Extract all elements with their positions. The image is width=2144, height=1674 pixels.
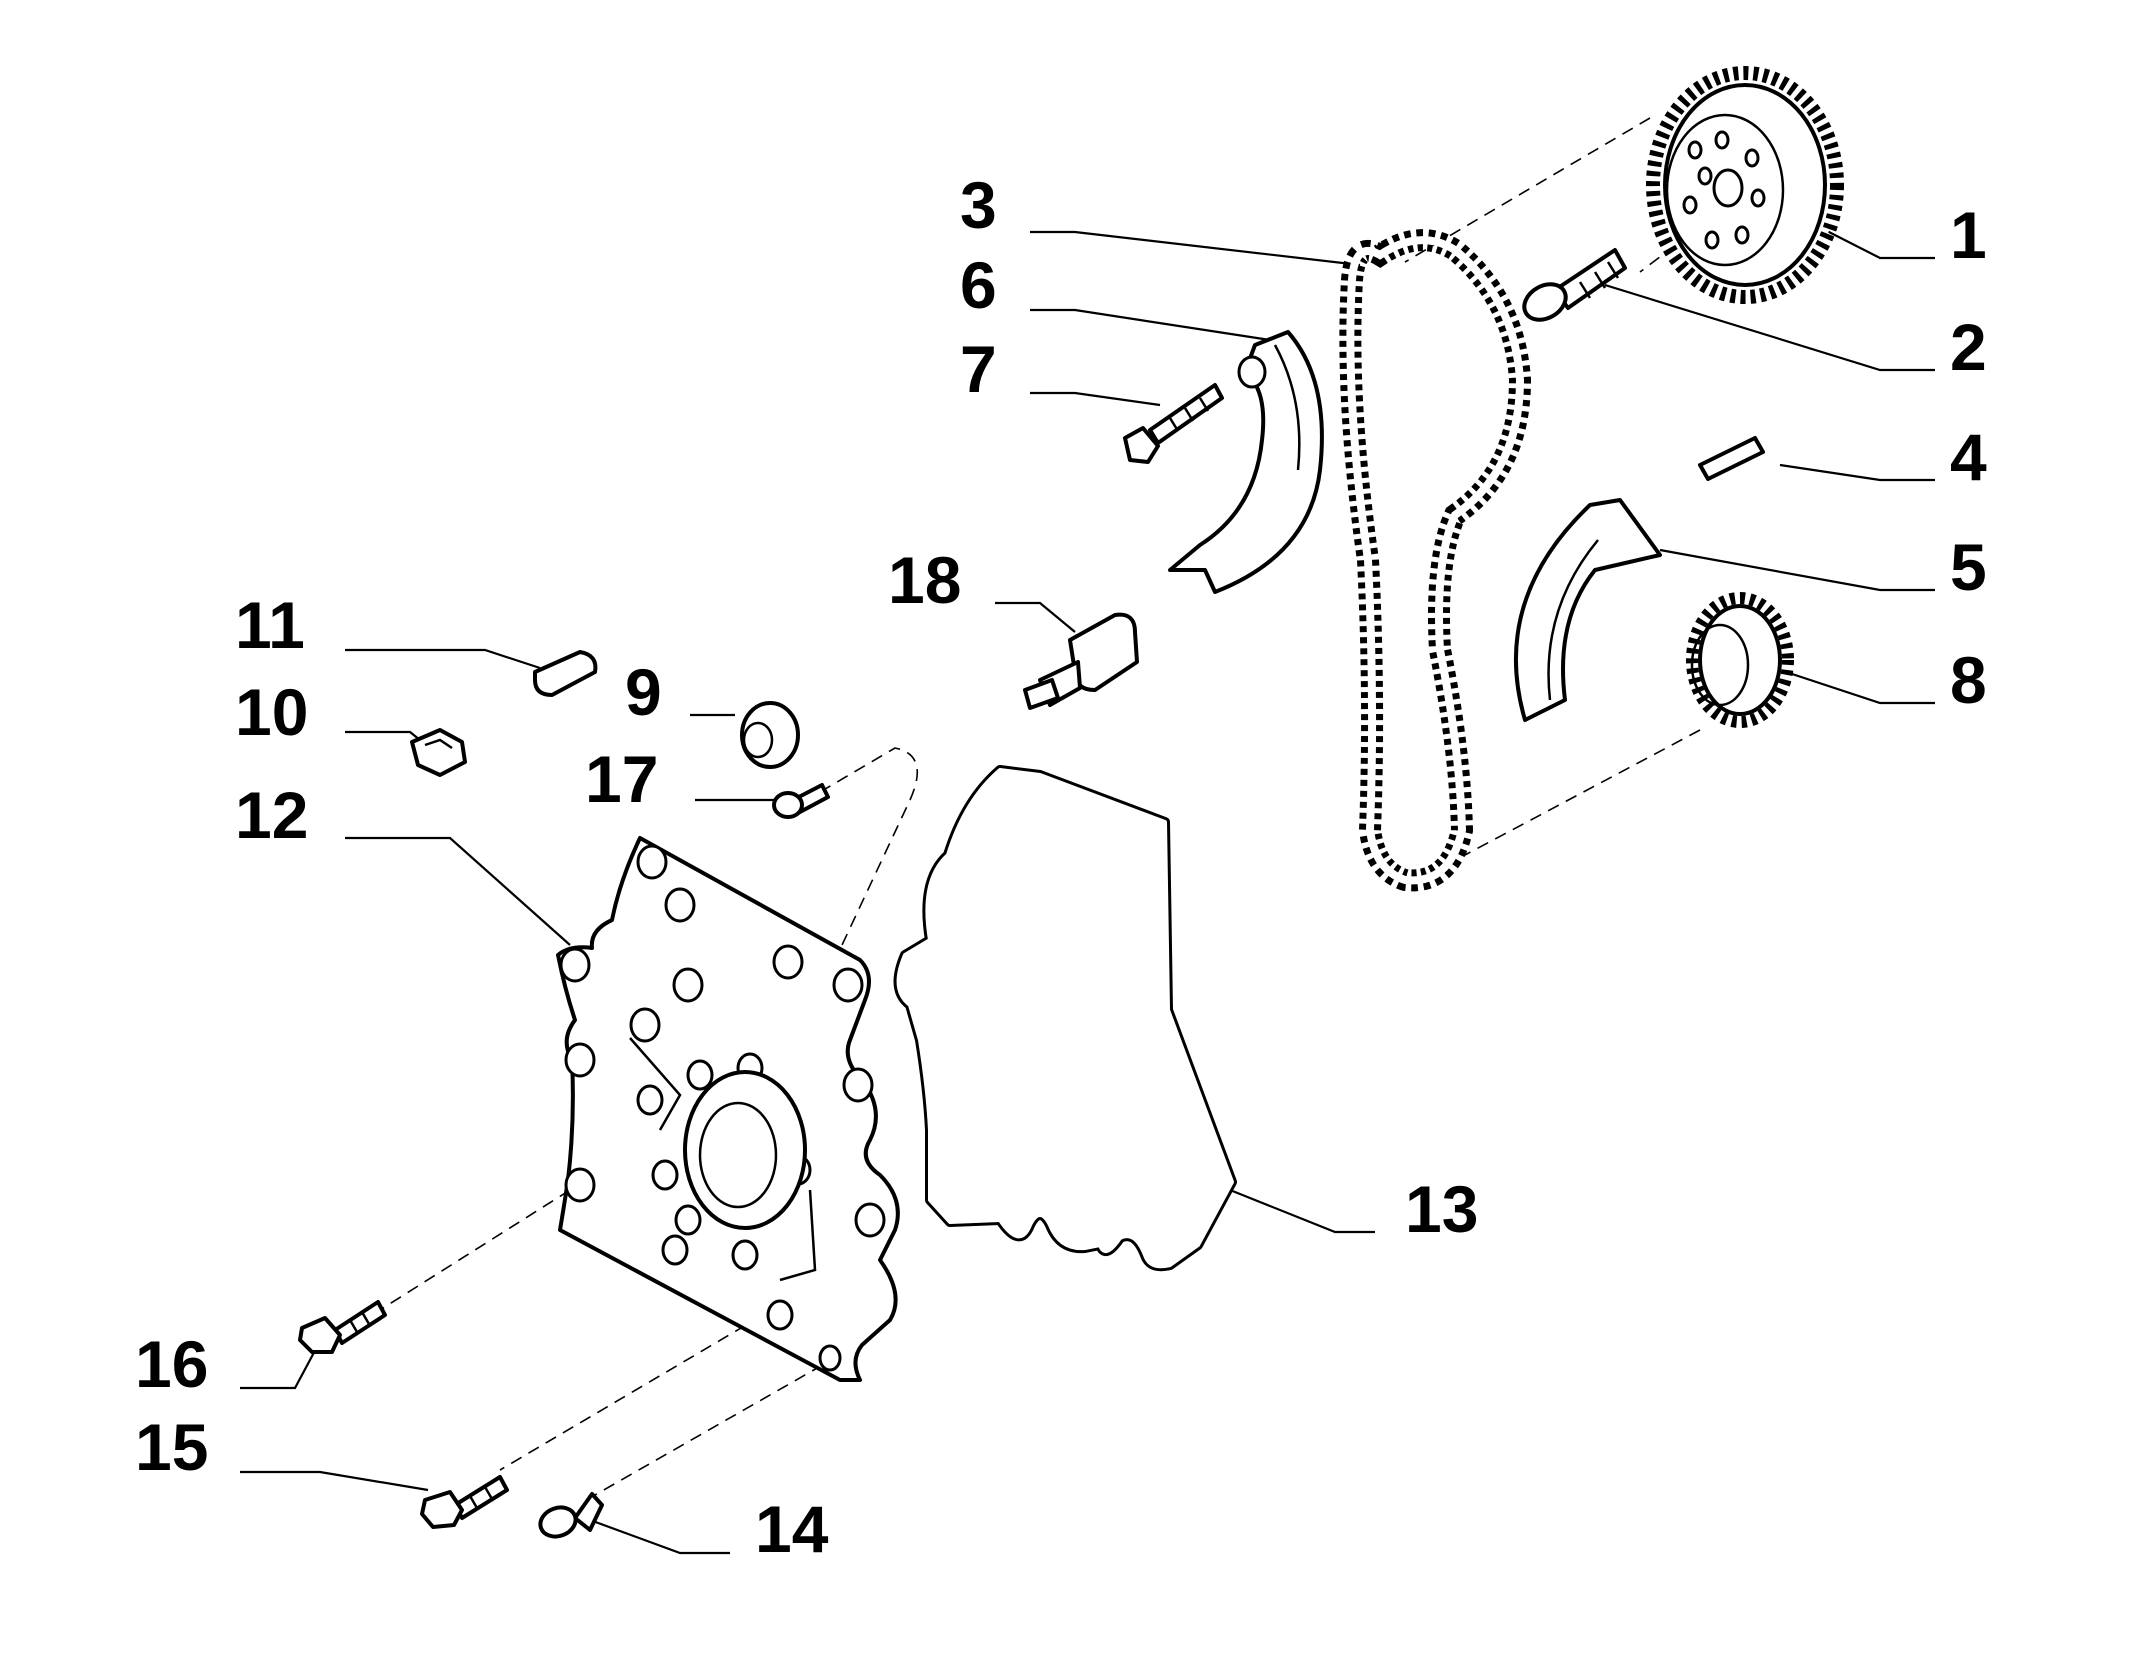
callout-17: 17	[585, 742, 658, 816]
timing-chain	[1339, 229, 1532, 892]
callout-10: 10	[235, 675, 308, 749]
callout-3: 3	[960, 168, 997, 242]
callout-6: 6	[960, 248, 997, 322]
callout-9: 9	[625, 655, 662, 729]
chain-guide	[1168, 330, 1324, 594]
callout-13: 13	[1405, 1172, 1478, 1246]
tensioner-plunger	[1023, 612, 1139, 710]
callout-11: 11	[235, 588, 305, 662]
callout-18: 18	[888, 543, 961, 617]
callout-15: 15	[135, 1410, 208, 1484]
long-bolt-16	[298, 1300, 387, 1354]
guide-bolt	[1123, 383, 1224, 464]
sprocket-bolt	[1522, 248, 1627, 322]
small-screw	[772, 783, 830, 819]
gasket	[893, 765, 1237, 1272]
callout-12: 12	[235, 778, 308, 852]
plug-screw	[410, 728, 467, 777]
cover-plate	[556, 836, 900, 1382]
crank-sprocket	[1686, 592, 1794, 728]
locating-pin	[533, 650, 598, 697]
screw-14	[538, 1492, 604, 1539]
callout-7: 7	[960, 332, 997, 406]
callout-14: 14	[755, 1492, 829, 1566]
cam-sprocket	[1646, 66, 1844, 304]
leader-lines	[240, 229, 1935, 1555]
callout-5: 5	[1950, 530, 1987, 604]
callout-labels: 1 2 3 4 5 6 7 8 9 10 11 12 13 14 15 16 1…	[135, 168, 1987, 1566]
seal-ring	[740, 701, 800, 769]
dowel-pin	[1698, 436, 1765, 481]
bolt-15	[420, 1475, 509, 1529]
callout-2: 2	[1950, 310, 1987, 384]
callout-8: 8	[1950, 643, 1987, 717]
callout-1: 1	[1950, 198, 1987, 272]
tensioner-shoe	[1513, 498, 1662, 722]
callout-4: 4	[1950, 420, 1987, 494]
callout-16: 16	[135, 1327, 208, 1401]
